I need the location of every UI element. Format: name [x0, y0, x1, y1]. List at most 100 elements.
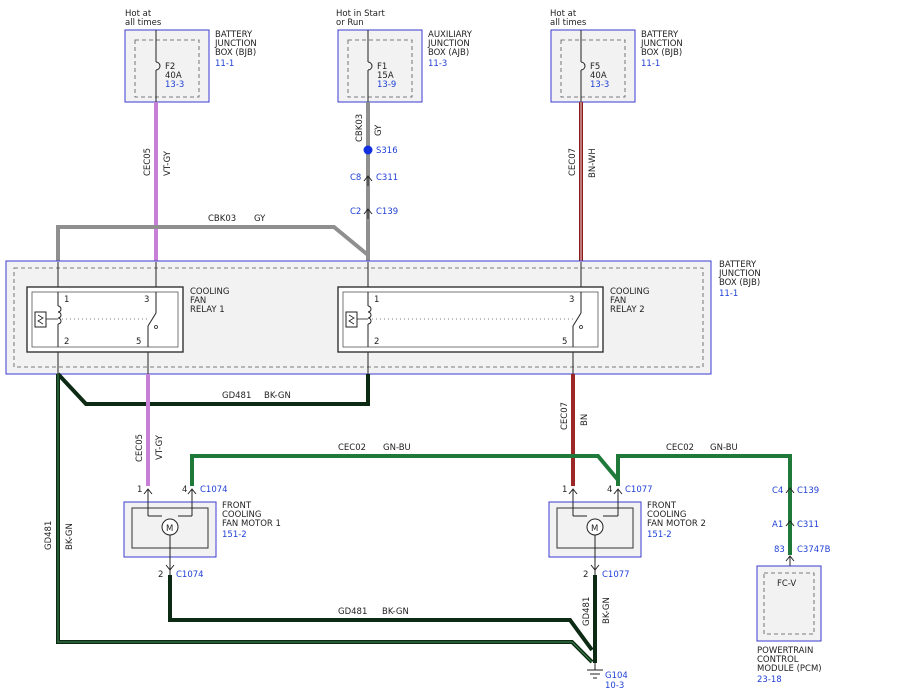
- f2-box-line1: BATTERY: [215, 30, 253, 40]
- gd481-bottom-circuit: GD481: [338, 607, 367, 617]
- cbk03-horiz-color: GY: [254, 214, 266, 224]
- relay2-pin1: 1: [374, 295, 379, 305]
- fuse-f1-name: F1: [377, 62, 387, 72]
- f2-supply-line1: Hot at: [125, 9, 152, 19]
- cec07-top-circuit: CEC07: [568, 148, 578, 176]
- fuse-f2-ref: 13-3: [165, 80, 184, 90]
- f1-box-line1: AUXILIARY: [428, 30, 473, 40]
- wire-gd481-left-stripe: [57, 374, 593, 663]
- cec07-top-color: BN-WH: [588, 148, 598, 178]
- motor1-ref: 151-2: [222, 530, 247, 540]
- c311-top-pin: C8: [350, 173, 361, 183]
- pcm-box: [756, 565, 822, 642]
- fuse-f5-ref: 13-3: [590, 80, 609, 90]
- relay2-pin2: 2: [374, 337, 379, 347]
- f5-supply-line1: Hot at: [550, 9, 577, 19]
- f5-box-line1: BATTERY: [641, 30, 679, 40]
- bjb-main-line3: BOX (BJB): [719, 278, 760, 288]
- cec05-top-circuit: CEC05: [143, 148, 153, 176]
- connector-c1077-top-icon: [568, 488, 623, 502]
- m1-pin4: 4: [182, 485, 187, 495]
- connector-c3747b-icon: [785, 555, 795, 567]
- relay1-pin2: 2: [64, 337, 69, 347]
- f1-box-line3: BOX (AJB): [428, 48, 469, 58]
- f5-box-line2: JUNCTION: [640, 39, 683, 49]
- cec02-left-color: GN-BU: [383, 443, 411, 453]
- bjb-main-inner: [13, 267, 704, 368]
- f5-box-line3: BOX (BJB): [641, 48, 682, 58]
- c139-top-name: C139: [376, 207, 398, 217]
- wire-gd481-bottom: [168, 575, 594, 652]
- relay1-pin5: 5: [136, 337, 141, 347]
- relay-switch-icon: [147, 312, 157, 327]
- m1-pin2: 2: [158, 570, 163, 580]
- connector-c1074-top-icon: [143, 488, 197, 502]
- motor1-label-line3: FAN MOTOR 1: [222, 519, 281, 529]
- wire-cec02-right: [616, 454, 792, 480]
- f2-box-ref: 11-1: [215, 59, 234, 69]
- fuse-f5-name: F5: [590, 62, 600, 72]
- splice-dot-icon: [363, 145, 373, 155]
- f5-box-ref: 11-1: [641, 59, 660, 69]
- relay2-label-line1: COOLING: [610, 287, 650, 297]
- connector-c311-top-icon: [363, 175, 373, 186]
- fuse-box-f5: F5 40A 13-3: [550, 29, 636, 103]
- motor2-label-line1: FRONT: [647, 501, 677, 511]
- c311-top-name: C311: [376, 173, 398, 183]
- splice-s316-label: S316: [376, 146, 398, 156]
- m1-pin1: 1: [137, 485, 142, 495]
- f2-box-line3: BOX (BJB): [215, 48, 256, 58]
- connector-c139-top-icon: [363, 208, 373, 219]
- gd481-horiz-circuit: GD481: [222, 391, 251, 401]
- relay-coil-icon: [57, 305, 62, 325]
- motor-2-symbol: M: [591, 524, 598, 534]
- wire-cec02-left: [190, 454, 620, 486]
- connector-c311-pcm-icon: [785, 520, 795, 527]
- motor2-ref: 151-2: [647, 530, 672, 540]
- bjb-main-line1: BATTERY: [719, 260, 757, 270]
- relay2-pin3: 3: [569, 295, 574, 305]
- motor2-label-line2: COOLING: [647, 510, 687, 520]
- relay2-label-line2: FAN: [610, 296, 626, 306]
- cec07-mid-color: BN: [580, 414, 590, 426]
- m1-c1074-bot: C1074: [176, 570, 204, 580]
- relay-coil-icon: [367, 305, 372, 325]
- cec02-left-circuit: CEC02: [338, 443, 366, 453]
- gd481-vert-circuit: GD481: [582, 597, 592, 626]
- relay1-label-line3: RELAY 1: [190, 305, 225, 315]
- motor-1-symbol: M: [166, 524, 173, 534]
- relay1-label-line1: COOLING: [190, 287, 230, 297]
- cbk03-horiz-circuit: CBK03: [208, 214, 236, 224]
- gd481-left-color: BK-GN: [65, 523, 75, 550]
- f5-supply-line2: all times: [550, 18, 587, 28]
- cec02-right-circuit: CEC02: [666, 443, 694, 453]
- fuse-icon: [367, 61, 373, 71]
- motor1-label-line2: COOLING: [222, 510, 262, 520]
- f2-supply-line2: all times: [125, 18, 162, 28]
- f1-supply-line2: or Run: [336, 18, 364, 28]
- m2-pin2: 2: [583, 570, 588, 580]
- c139-pcm-name: C139: [797, 486, 819, 496]
- c139-top-pin: C2: [350, 207, 361, 217]
- wire-gd481-horiz: [56, 372, 370, 406]
- pcm-label-line2: CONTROL: [757, 655, 799, 665]
- relay1-label-line2: FAN: [190, 296, 206, 306]
- cec05-mid-color: VT-GY: [155, 434, 165, 460]
- gd481-bottom-color: BK-GN: [382, 607, 409, 617]
- cec07-mid-circuit: CEC07: [560, 402, 570, 430]
- relay1-pin1: 1: [64, 295, 69, 305]
- c3747b-pin: 83: [774, 545, 785, 555]
- relay2-pin5: 5: [562, 337, 567, 347]
- m1-c1074-top: C1074: [200, 485, 228, 495]
- c311-pcm-pin: A1: [772, 520, 783, 530]
- m2-pin4: 4: [607, 485, 612, 495]
- pcm-ref: 23-18: [757, 675, 782, 685]
- f1-box-line2: JUNCTION: [427, 39, 470, 49]
- connector-c1074-bot-icon: [165, 557, 175, 575]
- c311-pcm-name: C311: [797, 520, 819, 530]
- relay-2: [337, 286, 604, 353]
- fuse-f1-ref: 13-9: [377, 80, 396, 90]
- m2-c1077-bot: C1077: [602, 570, 630, 580]
- f1-supply-line1: Hot in Start: [336, 9, 386, 19]
